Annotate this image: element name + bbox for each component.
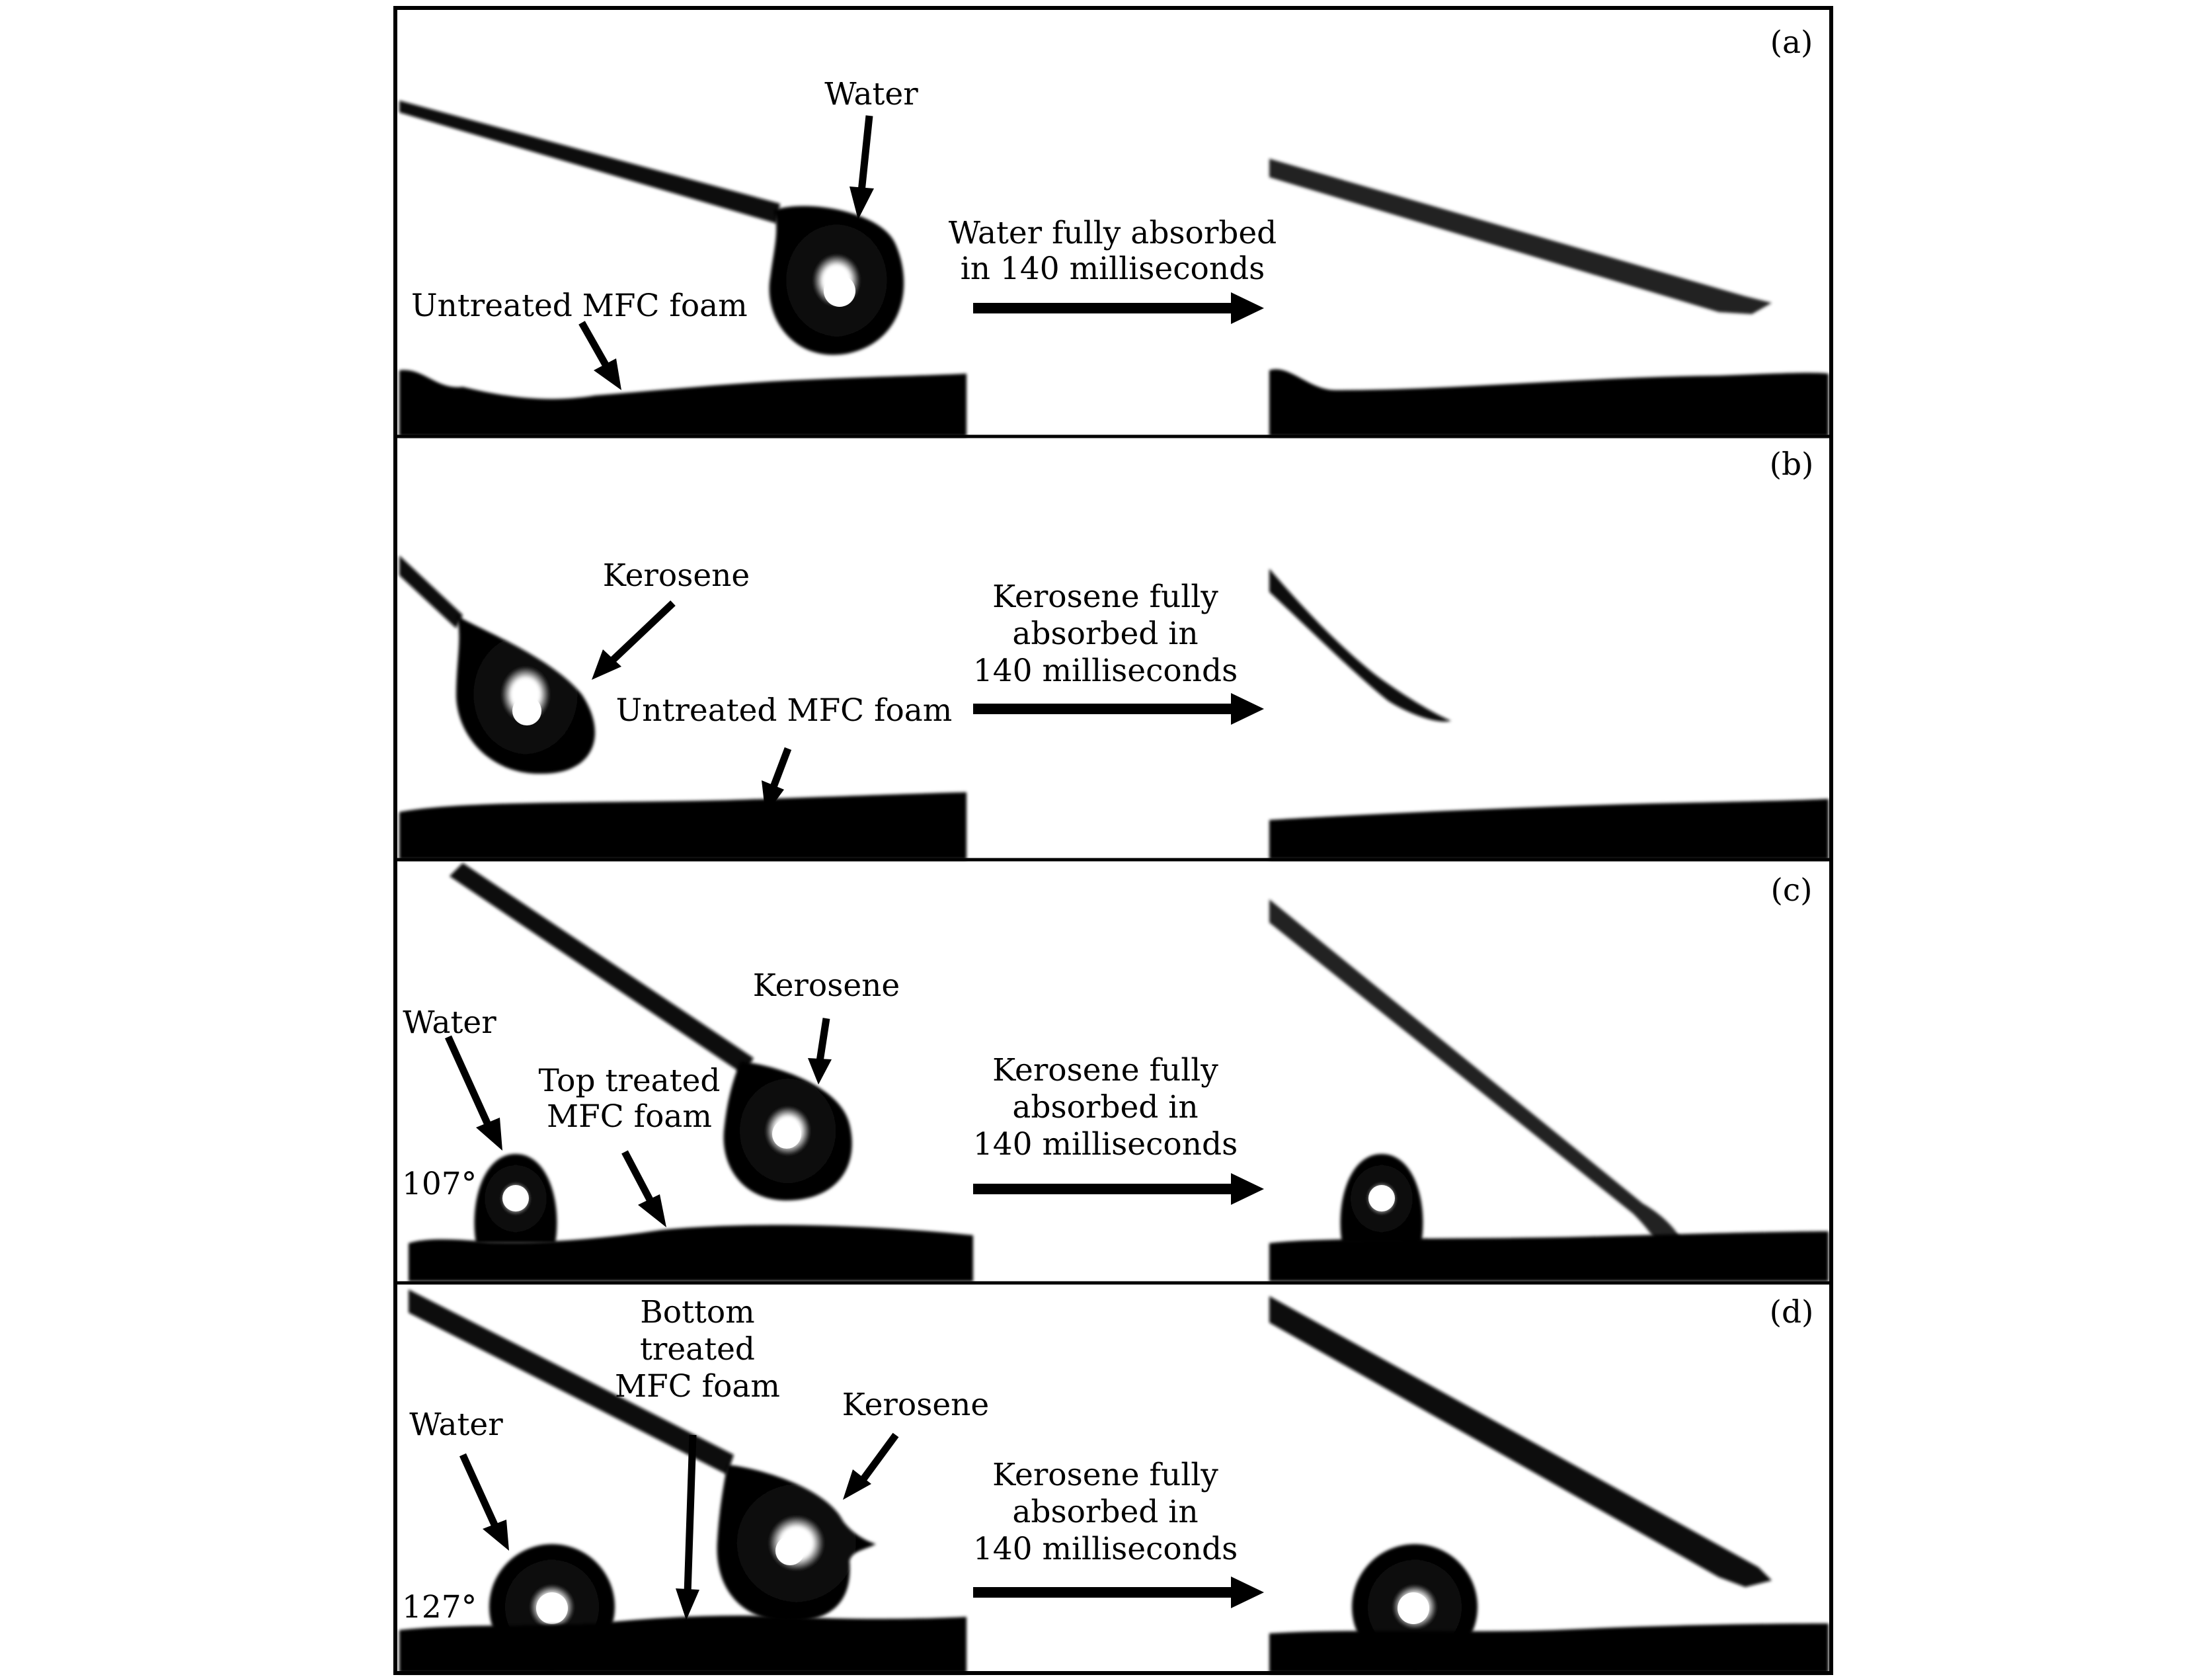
pointer-arrow-kerosene-b <box>592 600 676 680</box>
pointer-arrow-foam-a <box>578 321 621 390</box>
transition-line-c-1: Kerosene fully <box>992 1052 1218 1088</box>
panel-c: (c) Water Kerosene Top treated MFC foam … <box>402 863 1829 1282</box>
transition-line-b-1: Kerosene fully <box>992 579 1218 615</box>
transition-arrow-c <box>973 1173 1264 1205</box>
transition-line-a-2: in 140 milliseconds <box>961 251 1265 287</box>
drop-highlight-d-right <box>1398 1592 1429 1624</box>
transition-line-c-3: 140 milliseconds <box>973 1126 1238 1163</box>
transition-arrow-b <box>973 693 1264 725</box>
needle-c-left <box>450 863 754 1075</box>
liquid-label-a: Water <box>824 76 918 112</box>
water-label-d: Water <box>409 1407 503 1443</box>
liquid-label-d: Kerosene <box>842 1387 989 1423</box>
needle-b-left <box>399 555 463 628</box>
needle-c-right <box>1269 899 1682 1247</box>
pointer-arrow-water-a <box>849 115 874 220</box>
liquid-label-c: Kerosene <box>753 967 900 1004</box>
water-label-c: Water <box>403 1004 496 1041</box>
pointer-arrow-water-d <box>459 1453 509 1551</box>
foam-label-a: Untreated MFC foam <box>411 288 748 324</box>
needle-d-left <box>409 1290 734 1475</box>
foam-d-right <box>1269 1623 1829 1673</box>
needle-a-left <box>399 101 780 224</box>
drop-highlight-c <box>772 1120 801 1149</box>
needle-d-right <box>1269 1296 1772 1587</box>
transition-line-b-2: absorbed in <box>1012 616 1198 652</box>
pointer-arrow-foam-d <box>676 1434 699 1620</box>
foam-c-left <box>409 1225 973 1282</box>
foam-label-c-2: MFC foam <box>547 1098 712 1135</box>
transition-arrow-d <box>973 1577 1264 1608</box>
foam-label-d-3: MFC foam <box>615 1368 780 1405</box>
transition-line-d-2: absorbed in <box>1012 1494 1198 1530</box>
panel-b: (b) Kerosene Untreated MFC foam Kerosene… <box>399 446 1829 860</box>
foam-label-d-1: Bottom <box>640 1294 754 1331</box>
transition-line-d-1: Kerosene fully <box>992 1457 1218 1493</box>
drop-highlight-d <box>775 1536 805 1565</box>
contact-angle-d: 127° <box>402 1589 477 1625</box>
pointer-arrow-kerosene-c <box>808 1018 832 1085</box>
panel-a: (a) Water Untreated MFC foam Water fully… <box>399 24 1829 436</box>
pointer-arrow-water-c <box>444 1035 502 1151</box>
pointer-arrow-foam-b <box>762 747 792 815</box>
transition-arrow-a <box>973 292 1264 324</box>
foam-b-right <box>1269 799 1829 860</box>
foam-label-b: Untreated MFC foam <box>616 692 953 729</box>
panel-d: (d) Water Kerosene Bottom treated MFC fo… <box>399 1290 1829 1673</box>
panel-tag-b: (b) <box>1770 446 1814 483</box>
foam-b-left <box>399 792 967 860</box>
foam-a-left <box>399 370 967 436</box>
foam-label-c-1: Top treated <box>538 1063 720 1099</box>
transition-line-c-2: absorbed in <box>1012 1089 1198 1126</box>
foam-c-right <box>1269 1231 1829 1282</box>
needle-a-right <box>1269 159 1772 314</box>
panel-tag-a: (a) <box>1770 24 1813 61</box>
drop-highlight-d-water <box>536 1592 568 1624</box>
foam-label-d-2: treated <box>640 1331 755 1368</box>
transition-line-a-1: Water fully absorbed <box>949 215 1277 251</box>
foam-d-left <box>399 1616 967 1673</box>
panel-tag-d: (d) <box>1770 1294 1814 1331</box>
transition-line-b-3: 140 milliseconds <box>973 653 1238 689</box>
kerosene-drop-b <box>456 615 595 774</box>
liquid-label-b: Kerosene <box>603 557 750 594</box>
foam-a-right <box>1269 369 1829 436</box>
drop-highlight-b <box>512 696 541 725</box>
drop-highlight-a <box>824 275 855 307</box>
drop-highlight-c-water <box>502 1185 529 1211</box>
transition-line-d-3: 140 milliseconds <box>973 1531 1238 1567</box>
drop-highlight-c-right <box>1368 1185 1395 1211</box>
contact-angle-c: 107° <box>402 1166 477 1202</box>
pointer-arrow-kerosene-d <box>843 1432 899 1500</box>
panel-tag-c: (c) <box>1771 872 1813 909</box>
pointer-arrow-foam-c <box>621 1150 666 1227</box>
